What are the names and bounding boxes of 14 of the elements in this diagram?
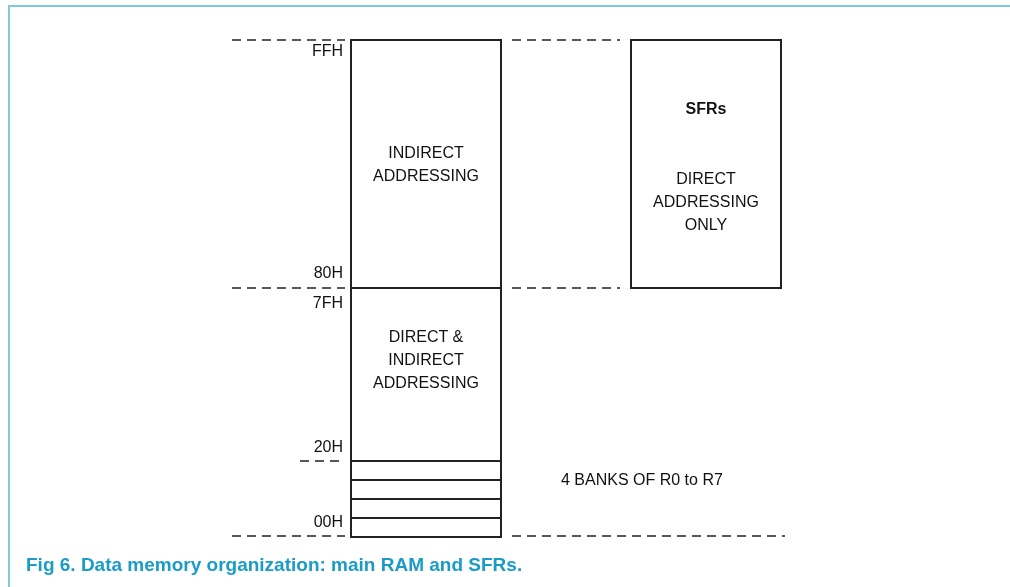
region-heading: SFRs xyxy=(684,99,728,119)
annotation-text: 4 BANKS OF R0 to R7 xyxy=(561,471,723,489)
region-label: INDIRECT ADDRESSING xyxy=(372,143,480,186)
address-label: 80H xyxy=(313,264,343,282)
memory-region-box xyxy=(350,39,502,289)
address-label: 20H xyxy=(313,438,343,456)
address-label: 7FH xyxy=(312,294,343,312)
memory-region-box xyxy=(350,287,502,538)
figure-caption: Fig 6. Data memory organization: main RAM and SFRs. xyxy=(26,554,523,576)
region-label: DIRECT & INDIRECT ADDRESSING xyxy=(372,327,480,393)
address-label: FFH xyxy=(311,42,343,60)
address-label: 00H xyxy=(313,513,343,531)
memory-region-box xyxy=(630,39,782,289)
region-label: DIRECT ADDRESSING ONLY xyxy=(652,169,760,235)
